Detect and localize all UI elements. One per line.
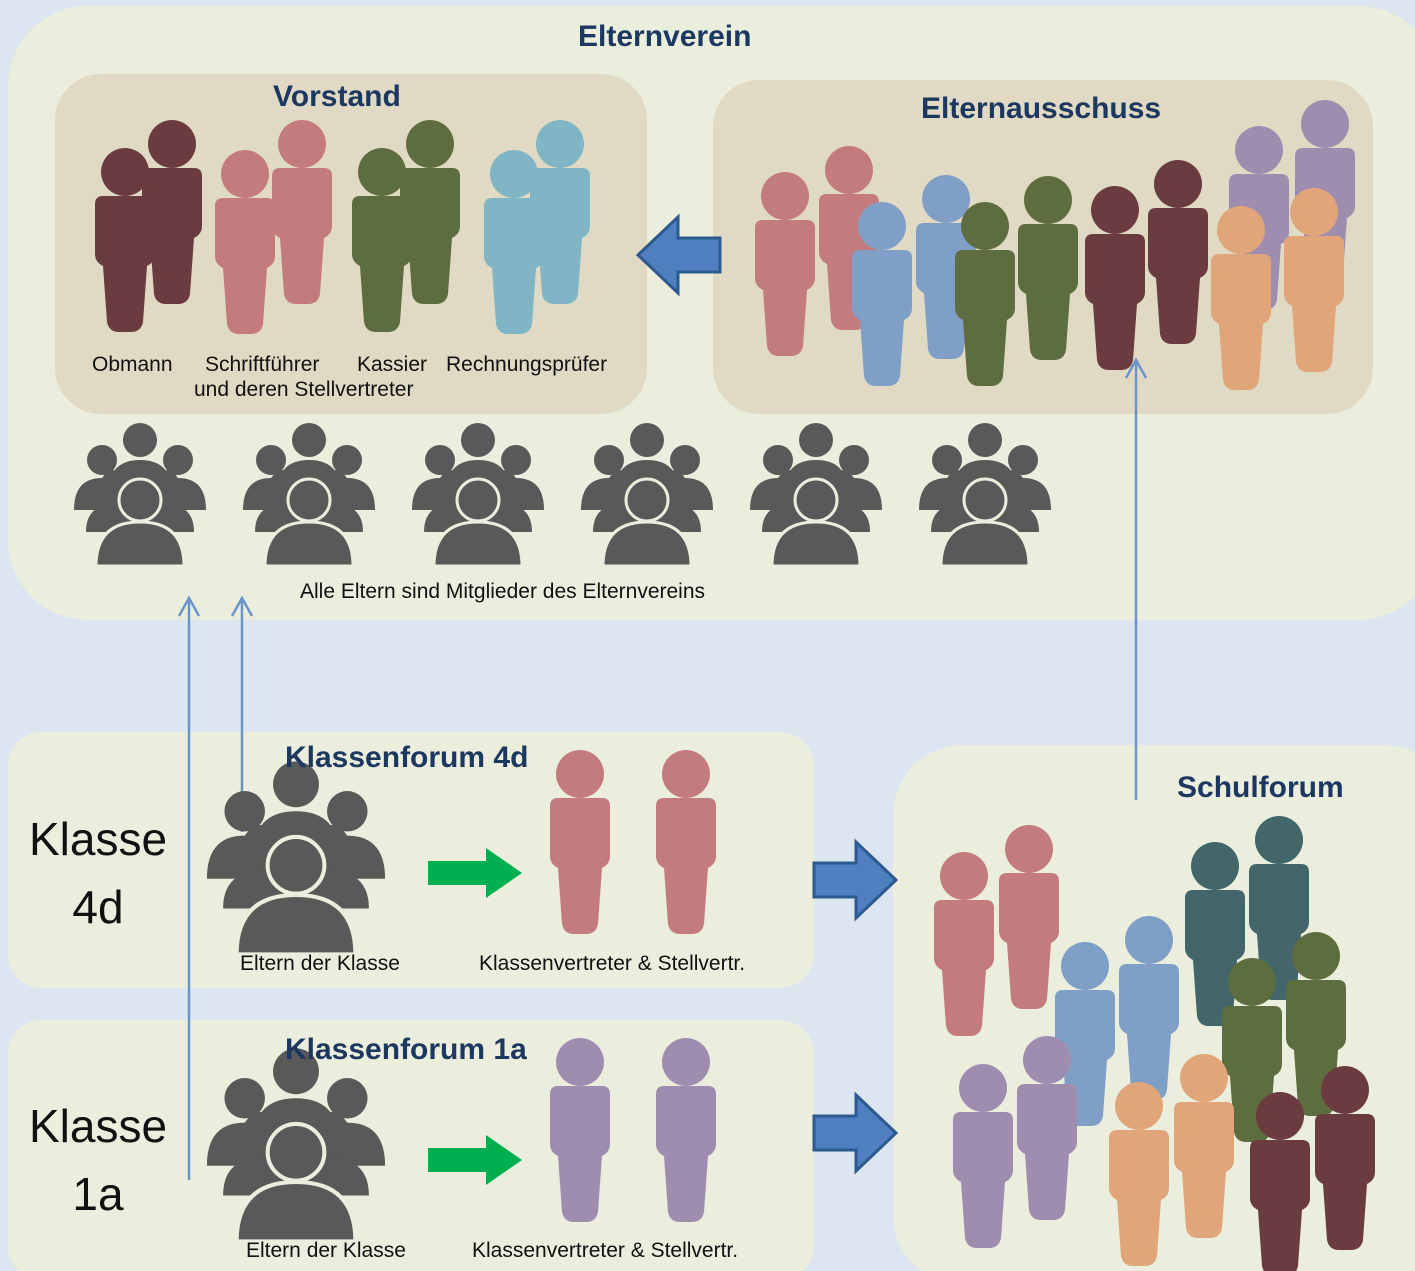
green-arrow-4d [428, 848, 522, 898]
role-label-kassier: Kassier [357, 353, 428, 376]
class-word: Klasse [28, 1100, 168, 1152]
green-arrow-1a [428, 1135, 522, 1185]
vorstand-title: Vorstand [273, 80, 401, 113]
deputies-caption: und deren Stellvertreter [194, 378, 414, 401]
connector-1a-to-elternverein [177, 595, 201, 1180]
class-name: 4d [72, 881, 124, 933]
arrow-1a-to-schulforum [812, 1093, 898, 1173]
role-label-rechnungspruefer: Rechnungsprüfer [446, 353, 608, 376]
class-4d-parents-caption: Eltern der Klasse [240, 952, 400, 975]
class-4d-reps-caption: Klassenvertreter & Stellvertr. [479, 952, 746, 975]
all-parents-caption: Alle Eltern sind Mitglieder des Elternve… [300, 580, 706, 603]
klassenforum-4d-title: Klassenforum 4d [285, 741, 529, 774]
role-label-schriftfuehrer: Schriftführer [205, 353, 320, 376]
schulforum-title: Schulforum [1177, 771, 1344, 804]
role-label-obmann: Obmann [92, 353, 173, 376]
class-4d-label: Klasse 4d [28, 805, 168, 941]
klassenforum-1a-panel [8, 1020, 814, 1271]
class-1a-label: Klasse 1a [28, 1092, 168, 1228]
klassenforum-1a-title: Klassenforum 1a [285, 1033, 527, 1066]
elternausschuss-title: Elternausschuss [921, 92, 1162, 125]
arrow-4d-to-schulforum [812, 840, 898, 920]
class-1a-parents-caption: Eltern der Klasse [246, 1239, 406, 1262]
class-word: Klasse [28, 813, 168, 865]
connector-schulforum-to-elternausschuss [1124, 357, 1148, 800]
klassenforum-4d-panel [8, 732, 814, 988]
class-1a-reps-caption: Klassenvertreter & Stellvertr. [472, 1239, 739, 1262]
class-name: 1a [72, 1168, 124, 1220]
elternverein-title: Elternverein [578, 20, 752, 53]
